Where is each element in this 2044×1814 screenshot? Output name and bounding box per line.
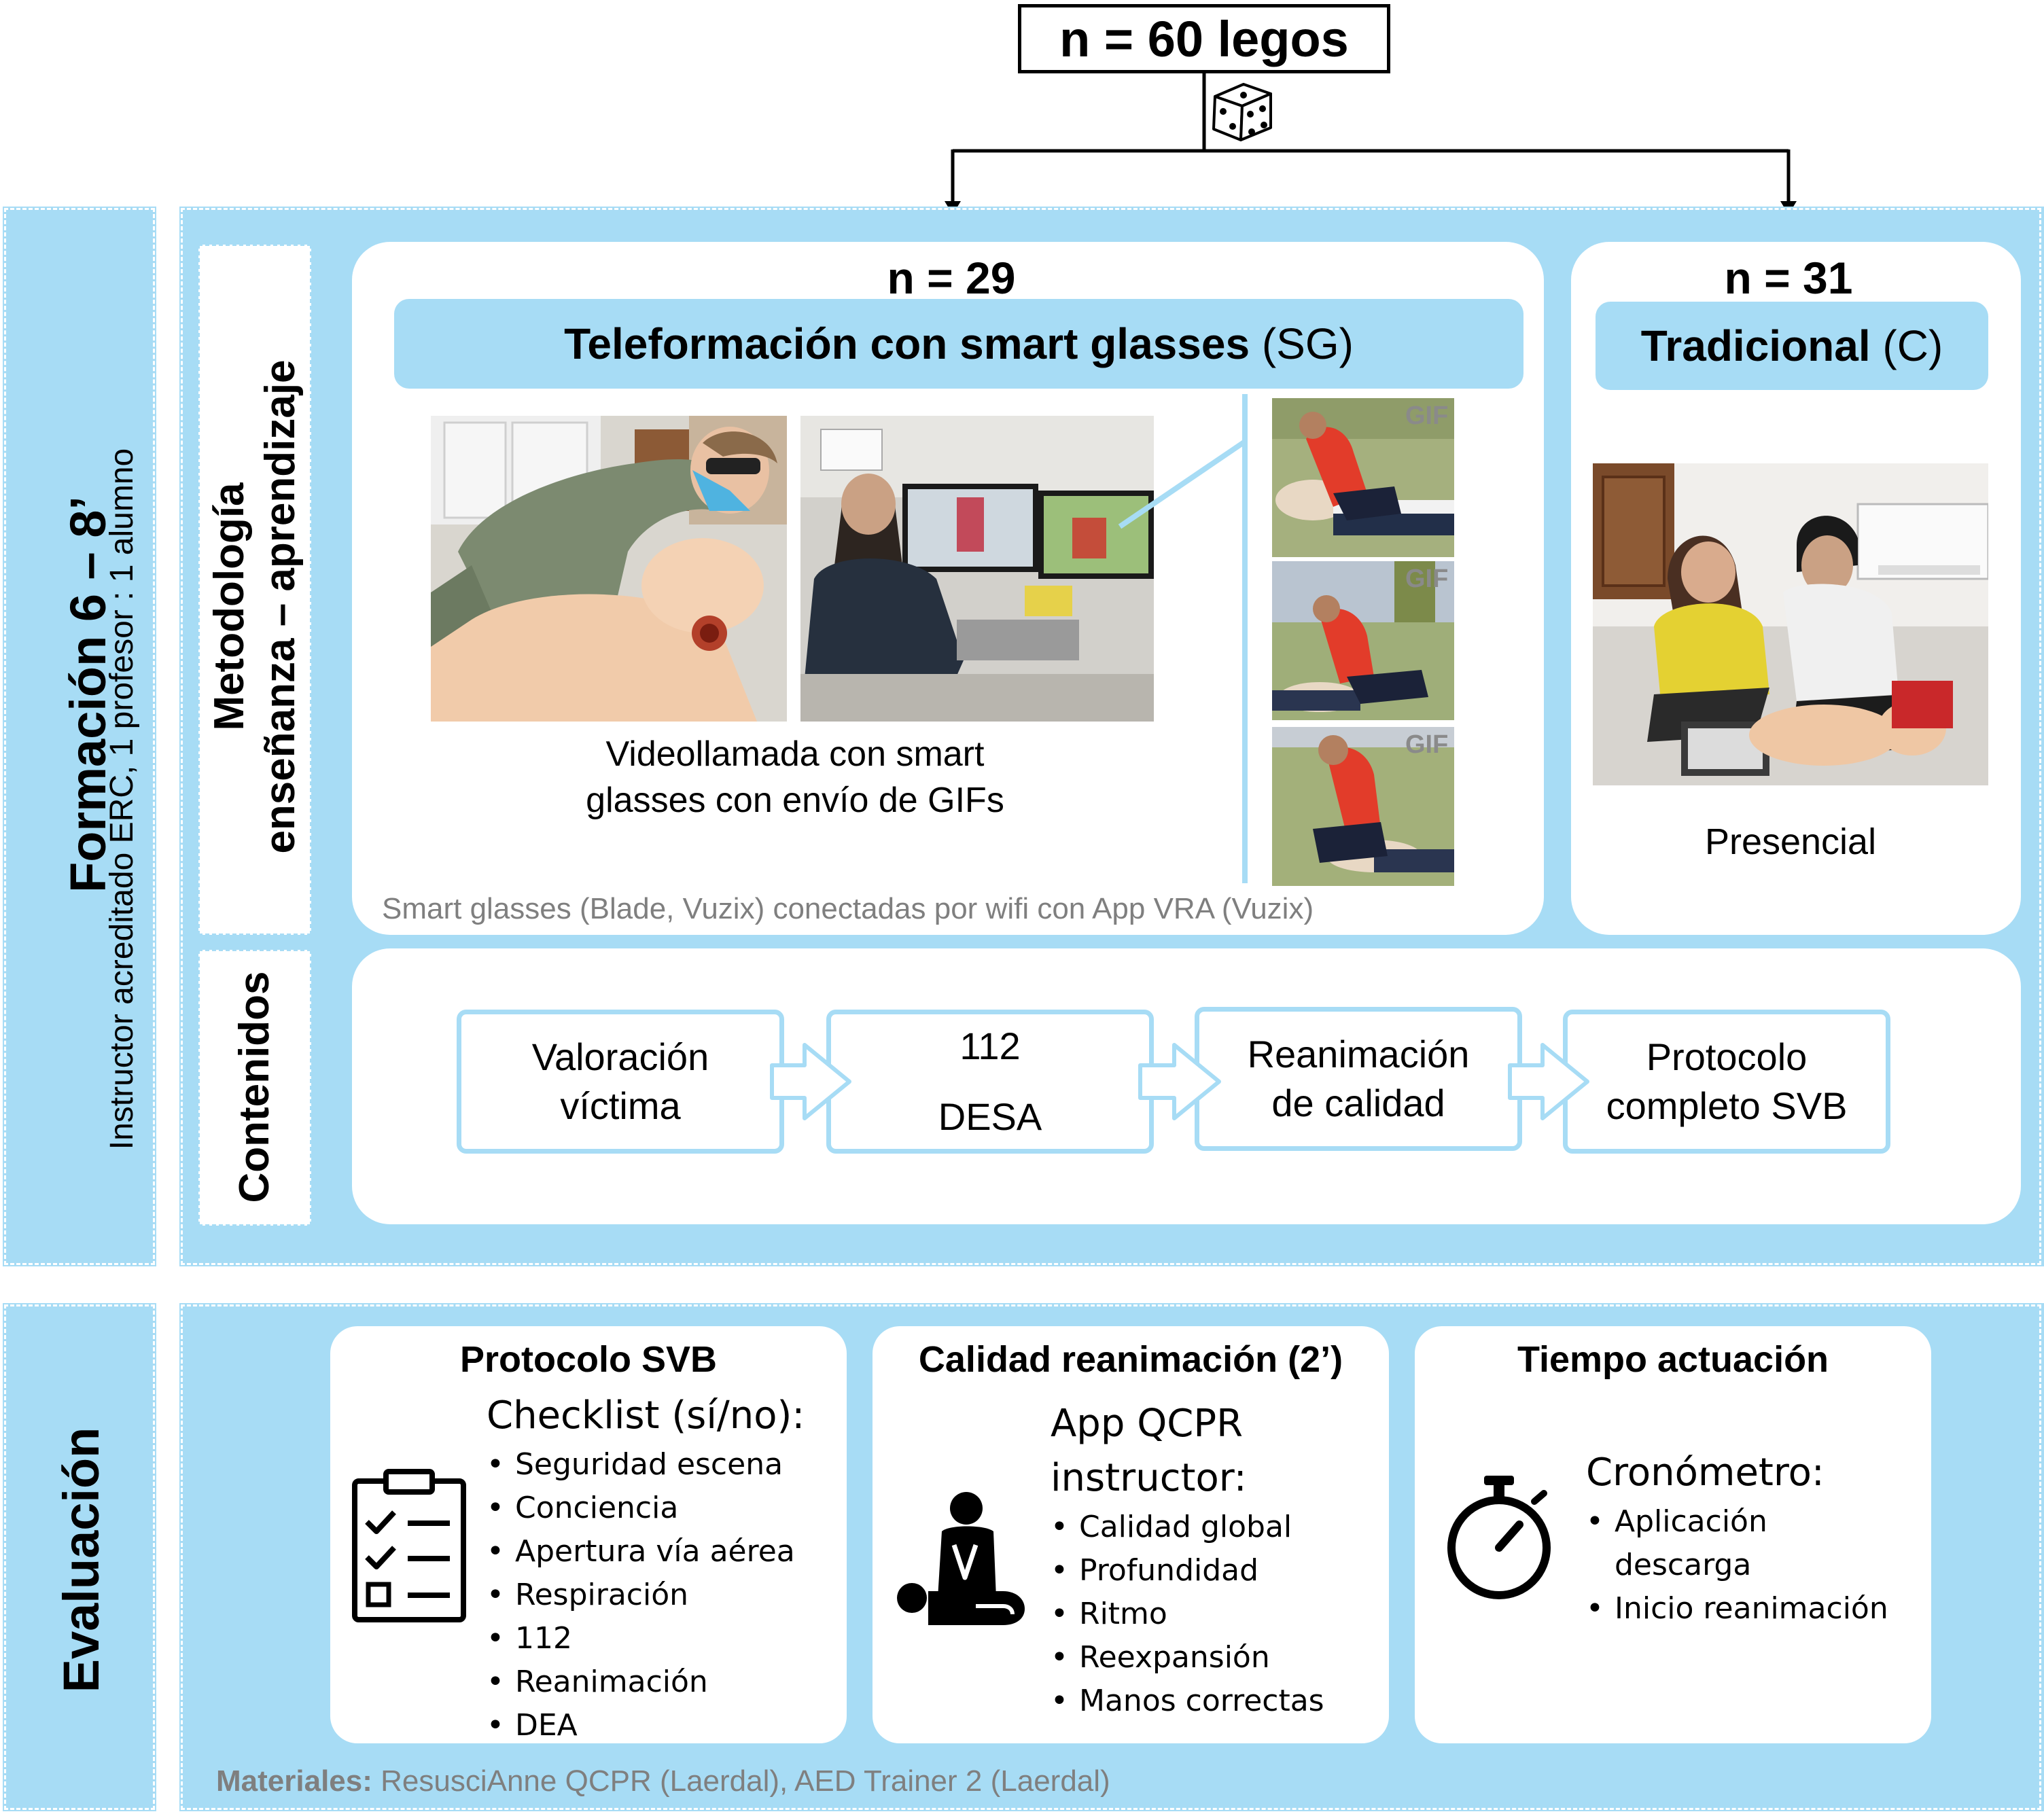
materials-text: ResusciAnne QCPR (Laerdal), AED Trainer …: [372, 1764, 1110, 1798]
sg-group-n: n = 29: [887, 253, 1016, 303]
gif-frame-3: GIF: [1272, 727, 1454, 886]
photo-instructor-computer: [800, 416, 1154, 722]
gif-label-3: GIF: [1405, 730, 1448, 759]
eval-protocolo-subtitle: Checklist (sí/no):: [487, 1393, 805, 1438]
eval-calidad-subtitle-line1: App QCPR: [1051, 1402, 1244, 1446]
list-item: Aplicación descarga: [1586, 1500, 1912, 1587]
gif-label-2: GIF: [1405, 565, 1448, 593]
c-caption: Presencial: [1704, 821, 1877, 862]
list-item: Reanimación: [487, 1660, 795, 1704]
formacion-subtitle: Instructor acreditado ERC, 1 profesor : …: [104, 448, 140, 1150]
metodologia-label-box: [198, 245, 311, 935]
list-item: Manos correctas: [1051, 1679, 1324, 1723]
population-box: n = 60 legos: [1018, 4, 1390, 73]
list-item: Profundidad: [1051, 1549, 1324, 1593]
formacion-side-band: [3, 207, 156, 1266]
gif-connector-lines: [1118, 394, 1248, 883]
sg-group-title: Teleformación con smart glasses: [564, 319, 1250, 368]
sg-group-title-bar: Teleformación con smart glasses (SG): [394, 299, 1523, 389]
list-item: Calidad global: [1051, 1506, 1324, 1549]
step-valoracion: Valoración víctima: [457, 1010, 784, 1154]
list-item: Apertura vía aérea: [487, 1530, 795, 1573]
eval-calidad-subtitle: App QCPR instructor:: [1051, 1397, 1247, 1506]
step-protocolo: Protocolo completo SVB: [1563, 1010, 1890, 1154]
dice-icon: [1212, 83, 1272, 141]
sg-footnote: Smart glasses (Blade, Vuzix) conectadas …: [382, 892, 1314, 925]
cpr-icon: [897, 1492, 1025, 1625]
formacion-main-border: [181, 208, 2041, 1265]
materials-label: Materiales:: [216, 1764, 372, 1798]
step-protocolo-line2: completo SVB: [1606, 1084, 1848, 1127]
list-item: Conciencia: [487, 1487, 795, 1530]
step-arrow-2: [1138, 1043, 1221, 1120]
contenidos-label-box: [198, 950, 311, 1226]
step-reanimacion-line1: Reanimación: [1247, 1033, 1470, 1075]
metodologia-label-line2: enseñanza – aprendizaje: [257, 359, 304, 854]
eval-tiempo-title: Tiempo actuación: [1517, 1339, 1829, 1380]
gif-frame-2: GIF: [1272, 561, 1454, 720]
list-item: 112: [487, 1617, 795, 1660]
sg-group-abbr: (SG): [1261, 319, 1354, 368]
photo-traditional-training: [1593, 463, 1988, 785]
eval-protocolo-list: Seguridad escena Conciencia Apertura vía…: [487, 1443, 795, 1747]
c-group-n: n = 31: [1724, 253, 1853, 303]
evaluacion-main-border: [181, 1304, 2041, 1810]
list-item: Respiración: [487, 1573, 795, 1617]
step-reanimacion: Reanimación de calidad: [1195, 1007, 1522, 1151]
checklist-icon: [352, 1469, 466, 1622]
c-group-abbr: (C): [1882, 321, 1943, 370]
metodologia-label-line1: Metodología: [206, 482, 253, 731]
sg-caption-line2: glasses con envío de GIFs: [586, 781, 1004, 820]
sg-caption: Videollamada con smart glasses con envío…: [530, 731, 1060, 823]
step-reanimacion-line2: de calidad: [1271, 1082, 1445, 1124]
formacion-side-border: [4, 208, 155, 1265]
photo-trainee-smart-glasses: [431, 416, 787, 722]
metodologia-label: Metodología enseñanza – aprendizaje: [204, 267, 306, 946]
eval-calidad-list: Calidad global Profundidad Ritmo Reexpan…: [1051, 1506, 1324, 1723]
sg-caption-line1: Videollamada con smart: [605, 734, 985, 774]
gif-frame-1: GIF: [1272, 398, 1454, 557]
eval-tiempo-subtitle: Cronómetro:: [1586, 1451, 1825, 1495]
step-valoracion-line1: Valoración: [531, 1035, 709, 1078]
evaluacion-label: Evaluación: [53, 1427, 109, 1693]
c-group-title-bar: Tradicional (C): [1596, 302, 1988, 390]
list-item: Ritmo: [1051, 1593, 1324, 1636]
eval-calidad-subtitle-line2: instructor:: [1051, 1456, 1247, 1500]
randomization-connectors: [945, 73, 1797, 215]
step-112-desa-line2: DESA: [938, 1095, 1042, 1138]
gif-label-1: GIF: [1405, 402, 1448, 430]
step-protocolo-line1: Protocolo: [1646, 1035, 1808, 1078]
list-item: DEA: [487, 1704, 795, 1747]
list-item: Reexpansión: [1051, 1636, 1324, 1679]
eval-tiempo-list: Aplicación descarga Inicio reanimación: [1586, 1500, 1912, 1631]
evaluacion-side-border: [4, 1304, 155, 1810]
eval-calidad-title: Calidad reanimación (2’): [918, 1339, 1343, 1380]
materials-note: Materiales: ResusciAnne QCPR (Laerdal), …: [216, 1761, 1110, 1802]
step-arrows: [770, 1043, 1589, 1120]
eval-protocolo-title: Protocolo SVB: [459, 1339, 718, 1380]
population-label: n = 60 legos: [1059, 10, 1349, 67]
stopwatch-icon: [1447, 1476, 1551, 1599]
step-arrow-3: [1508, 1043, 1589, 1120]
evaluacion-side-band: [3, 1303, 156, 1811]
step-valoracion-line2: víctima: [560, 1084, 681, 1127]
list-item: Inicio reanimación: [1586, 1587, 1912, 1631]
step-112-desa-line1: 112: [959, 1025, 1021, 1067]
step-arrow-1: [770, 1043, 851, 1120]
list-item: Seguridad escena: [487, 1443, 795, 1487]
c-group-title: Tradicional: [1640, 321, 1871, 370]
